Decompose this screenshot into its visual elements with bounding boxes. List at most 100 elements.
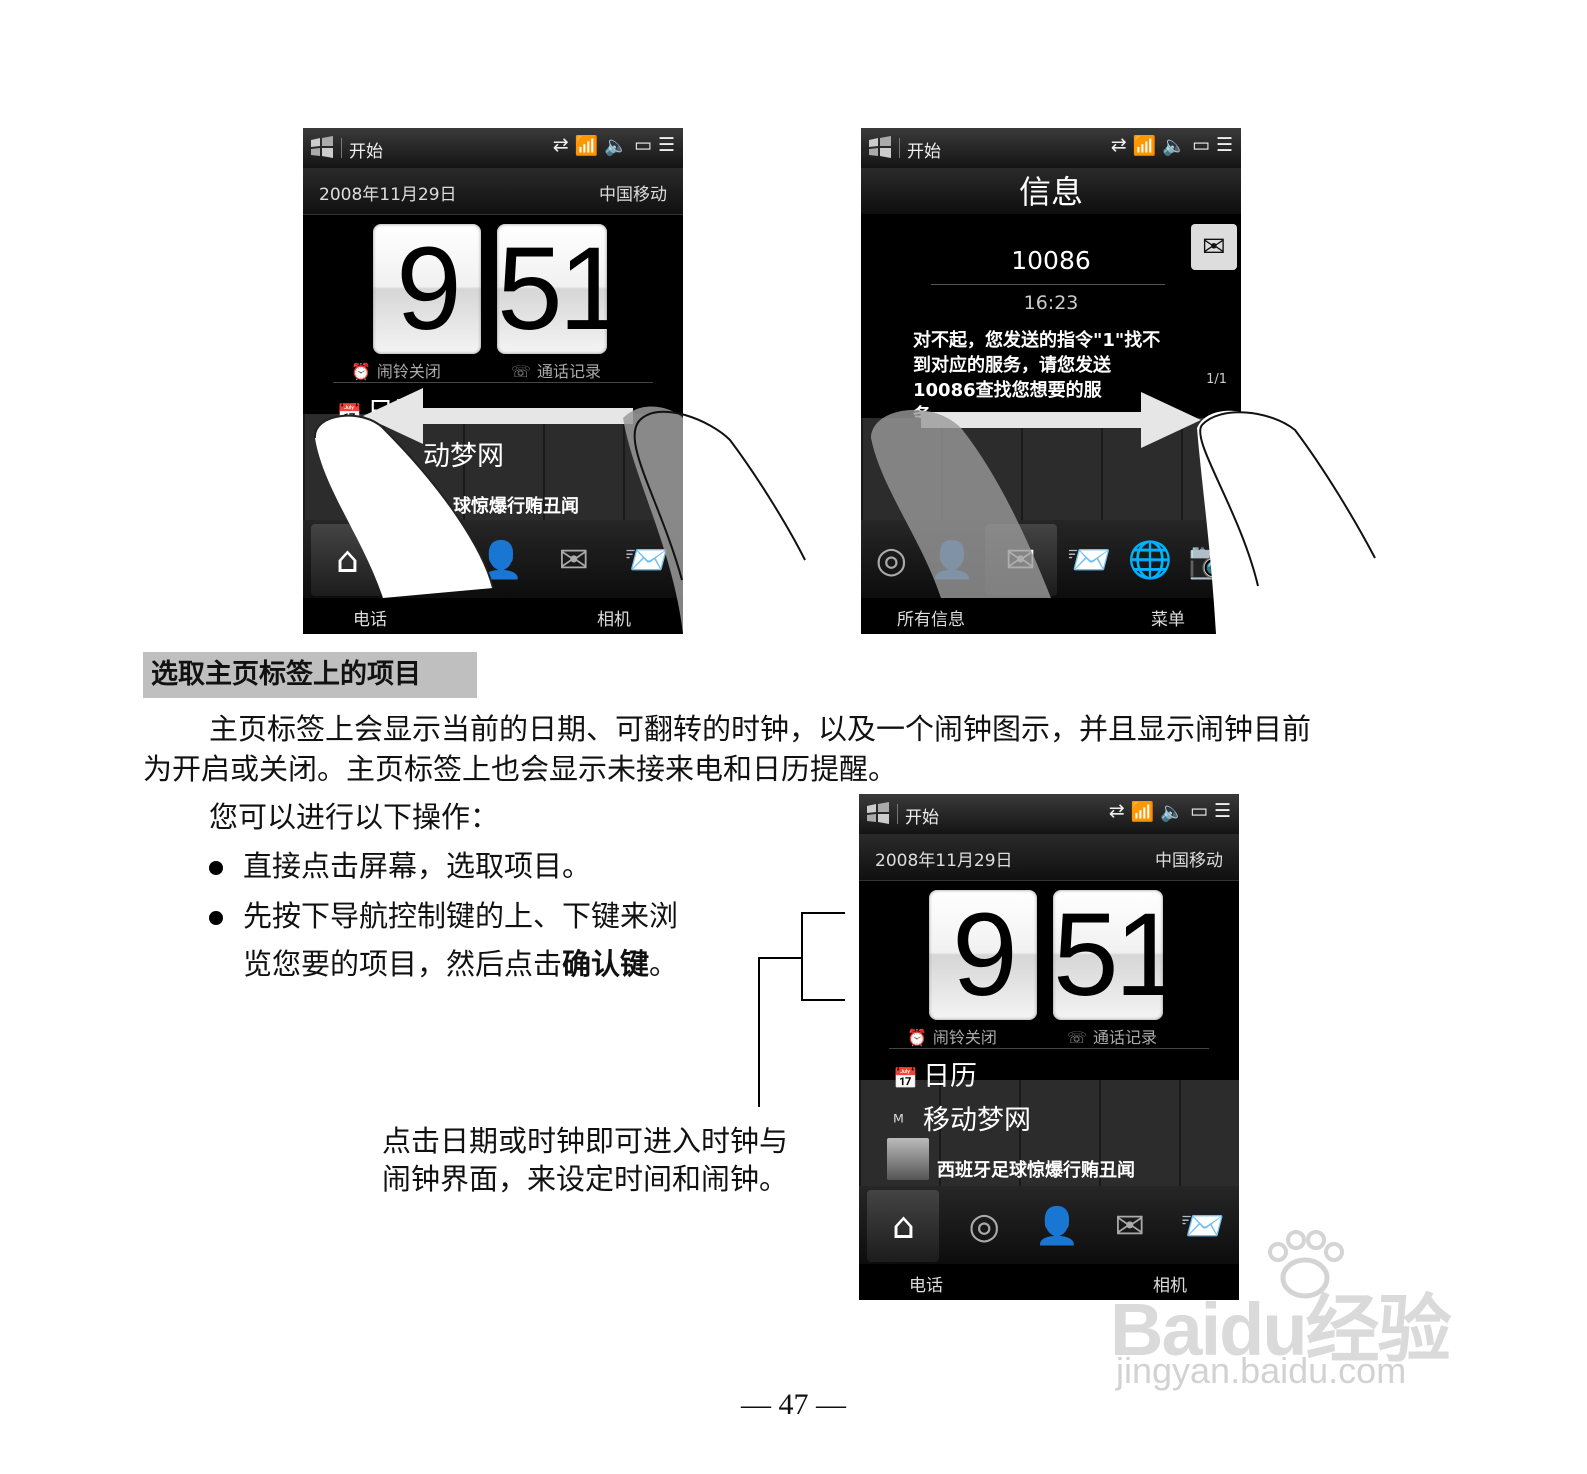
status-bar: 开始 ⇄ 📶 🔈 ▭ ☰ xyxy=(861,128,1241,168)
alarm-status[interactable]: ⏰ 闹铃关闭 xyxy=(351,358,441,382)
clock-minute[interactable]: 51 xyxy=(497,223,624,355)
soft-key-bar: 电话 相机 xyxy=(303,598,683,634)
bullet-2-text-line-1: 先按下导航控制键的上、下键来浏 xyxy=(243,899,679,933)
phone-screen-home: 开始 ⇄ 📶 🔈 ▭ ☰ 2008年11月29日 中国移动 9 51 ⏰闹铃关闭… xyxy=(859,794,1239,1300)
signal-icon: 📶 xyxy=(1130,801,1155,823)
paragraph-line-1: 主页标签上会显示当前的日期、可翻转的时钟，以及一个闹钟图示，并且显示闹钟目前 xyxy=(209,712,1312,746)
bullet-2-end: 。 xyxy=(649,947,679,981)
home-tab-icon[interactable]: ⌂ xyxy=(867,1190,940,1262)
home-tab-icon[interactable]: ⌂ xyxy=(311,524,384,596)
speaker-icon: 🔈 xyxy=(1160,801,1184,823)
swipe-right-arrow-icon xyxy=(921,392,1201,448)
battery-icon: ▭ xyxy=(1190,800,1208,822)
status-separator xyxy=(341,138,342,158)
news-row[interactable]: 球惊爆行贿丑闻 xyxy=(453,492,579,518)
date-text[interactable]: 2008年11月29日 xyxy=(319,185,457,205)
soft-key-right[interactable]: 相机 xyxy=(1153,1276,1187,1296)
bullet-dot xyxy=(209,861,223,875)
sync-icon: ⇄ xyxy=(552,134,569,156)
watermark-url-text: jingyan.baidu.com xyxy=(1116,1350,1407,1391)
soft-key-right[interactable]: 相机 xyxy=(597,610,631,630)
monternet-icon: ᴹ xyxy=(893,1109,904,1134)
watermark-main-text: Baidu经验 xyxy=(1110,1288,1452,1371)
finger-outline-icon xyxy=(633,410,806,581)
email-tab-icon[interactable]: 📨 xyxy=(1066,540,1112,581)
start-label[interactable]: 开始 xyxy=(905,808,939,828)
start-label[interactable]: 开始 xyxy=(349,142,383,162)
monternet-label: 移动梦网 xyxy=(923,1105,1031,1136)
date-text[interactable]: 2008年11月29日 xyxy=(875,851,1013,871)
signal-icon: 📶 xyxy=(1132,135,1157,157)
finger-outline-icon xyxy=(1199,411,1376,587)
sync-icon: ⇄ xyxy=(1108,800,1125,822)
status-separator xyxy=(897,804,898,824)
clock-minute[interactable]: 51 xyxy=(1053,889,1180,1021)
swipe-left-arrow-icon xyxy=(363,388,633,444)
signal-icon: 📶 xyxy=(574,135,599,157)
soft-key-left[interactable]: 所有信息 xyxy=(897,610,965,630)
menu-icon[interactable]: ☰ xyxy=(1215,134,1233,156)
message-body[interactable]: 对不起，您发送的指令"1"找不到对应的服务，请您发送10086查找您想要的服务 xyxy=(913,328,1173,428)
soft-key-right[interactable]: 菜单 xyxy=(1151,610,1185,630)
contacts-tab-icon[interactable]: 👤 xyxy=(1034,1206,1080,1247)
monternet-row[interactable]: ᴹ 移动梦网 xyxy=(893,1098,1031,1137)
baidu-jingyan-watermark: Baidu经验 jingyan.baidu.com xyxy=(1110,1230,1490,1400)
windows-start-icon[interactable] xyxy=(865,802,891,824)
call-log-label: 通话记录 xyxy=(1093,1028,1158,1047)
messages-tab-icon[interactable]: ✉ xyxy=(558,539,589,581)
clock-hour[interactable]: 9 xyxy=(929,890,1037,1020)
compose-message-icon[interactable]: ✉ xyxy=(1191,224,1237,270)
windows-start-icon[interactable] xyxy=(867,136,893,158)
section-heading: 选取主页标签上的项目 xyxy=(143,652,477,698)
speaker-icon: 🔈 xyxy=(604,135,628,157)
call-log[interactable]: ☏ 通话记录 xyxy=(1067,1024,1157,1048)
email-tab-icon[interactable]: 📨 xyxy=(1180,1206,1225,1247)
start-label[interactable]: 开始 xyxy=(907,142,941,162)
carrier-text: 中国移动 xyxy=(1155,851,1223,871)
callout-bracket-bottom xyxy=(801,999,845,1001)
china-mobile-tab-icon[interactable]: ◎ xyxy=(875,539,908,581)
call-log-label: 通话记录 xyxy=(537,362,602,381)
callout-text: 点击日期或时钟即可进入时钟与闹钟界面，来设定时间和闹钟。 xyxy=(382,1122,788,1198)
date-carrier-bar: 2008年11月29日 中国移动 xyxy=(303,168,683,215)
bullet-1-text: 直接点击屏幕，选取项目。 xyxy=(243,849,592,883)
bullet-item-2-cont: 览您要的项目，然后点击确认键。 xyxy=(243,940,678,989)
clock-hour[interactable]: 9 xyxy=(373,224,481,354)
status-bar: 开始 ⇄ 📶 🔈 ▭ ☰ xyxy=(859,794,1239,834)
status-icons: ⇄ 📶 🔈 ▭ ☰ xyxy=(553,134,675,157)
carrier-text: 中国移动 xyxy=(599,185,667,205)
date-carrier-bar: 2008年11月29日 中国移动 xyxy=(859,834,1239,881)
windows-start-icon[interactable] xyxy=(309,136,335,158)
news-row[interactable]: 西班牙足球惊爆行贿丑闻 xyxy=(937,1156,1135,1182)
calendar-label: 日历 xyxy=(923,1061,977,1092)
alarm-status[interactable]: ⏰闹铃关闭 xyxy=(907,1024,997,1048)
alarm-label: 闹铃关闭 xyxy=(376,362,441,381)
email-tab-icon[interactable]: 📨 xyxy=(624,540,669,581)
news-label: 球惊爆行贿丑闻 xyxy=(453,496,579,517)
menu-icon[interactable]: ☰ xyxy=(657,134,675,156)
menu-icon[interactable]: ☰ xyxy=(1213,800,1231,822)
calendar-row[interactable]: 📅日历 xyxy=(893,1054,977,1093)
callout-bracket-vertical xyxy=(801,912,803,1001)
soft-key-left[interactable]: 电话 xyxy=(909,1276,943,1296)
bullet-item-1: 直接点击屏幕，选取项目。 xyxy=(209,842,591,891)
page-number: — 47 — xyxy=(741,1388,846,1421)
call-log-icon: ☏ xyxy=(1067,1028,1088,1047)
message-pager: 1/1 xyxy=(1206,372,1227,387)
alarm-label: 闹铃关闭 xyxy=(932,1028,997,1047)
soft-key-left[interactable]: 电话 xyxy=(353,610,387,630)
status-separator xyxy=(899,138,900,158)
messages-tab-icon[interactable]: ✉ xyxy=(1114,1205,1145,1247)
speaker-icon: 🔈 xyxy=(1162,135,1186,157)
news-label: 西班牙足球惊爆行贿丑闻 xyxy=(937,1160,1135,1181)
message-divider xyxy=(931,284,1165,285)
callout-bracket-top xyxy=(801,912,845,914)
internet-tab-icon[interactable]: 🌐 xyxy=(1127,540,1173,581)
monternet-row[interactable]: 动梦网 xyxy=(423,434,504,473)
confirm-key-term: 确认键 xyxy=(562,947,650,981)
china-mobile-tab-icon[interactable]: ◎ xyxy=(968,1205,1000,1247)
alarm-icon: ⏰ xyxy=(351,362,371,381)
soft-key-bar: 电话 相机 xyxy=(859,1264,1239,1300)
operations-intro: 您可以进行以下操作： xyxy=(209,800,500,834)
call-log[interactable]: ☏通话记录 xyxy=(511,358,601,382)
